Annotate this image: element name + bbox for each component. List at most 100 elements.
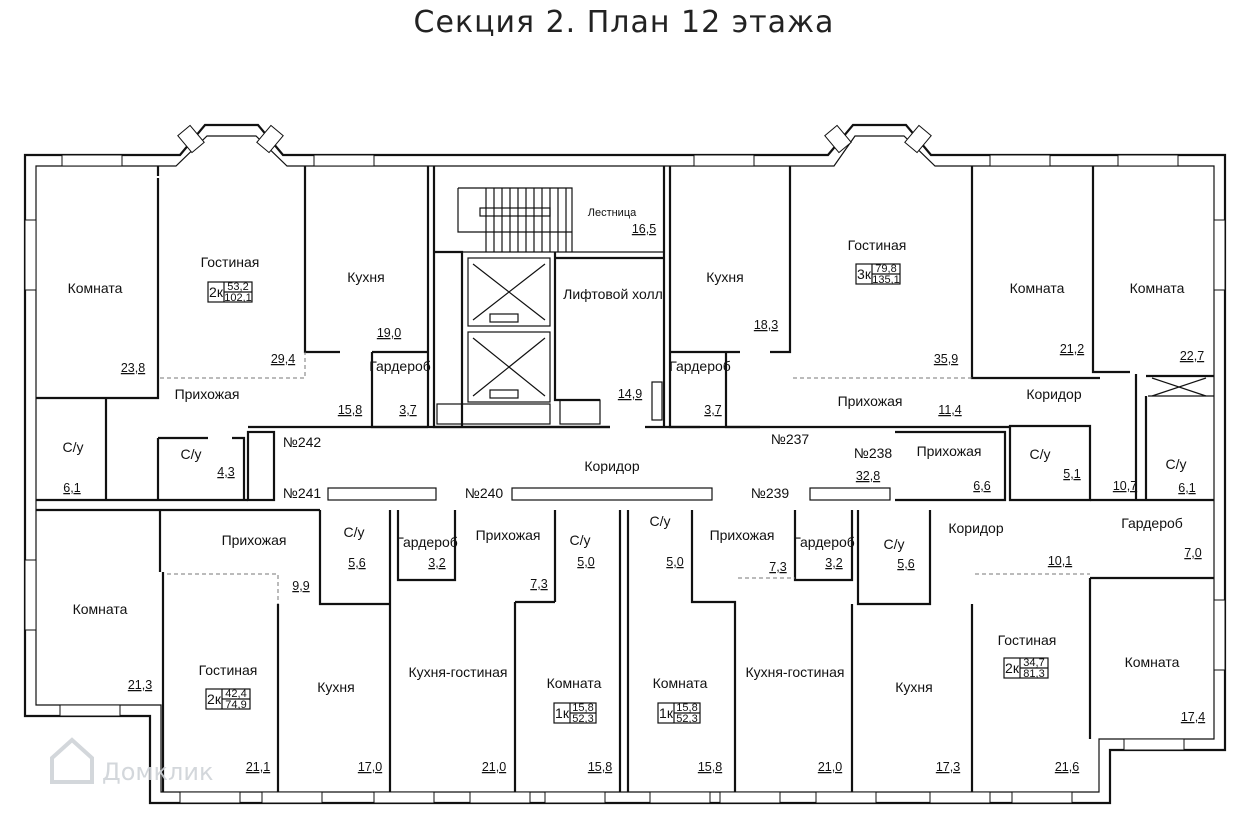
room-name: Гардероб [396, 534, 458, 550]
apartment-total-area: 52,3 [676, 713, 697, 725]
room-area: 29,4 [271, 352, 295, 366]
room-name: Комната [547, 675, 602, 691]
room-area: 5,1 [1063, 467, 1080, 481]
room-name: С/у [1030, 446, 1051, 462]
room-area: 21,0 [818, 760, 842, 774]
room-area: 3,7 [399, 403, 416, 417]
apartment-number: №237 [771, 431, 810, 447]
apartment-number: №239 [751, 485, 790, 501]
room-area: 10,1 [1048, 554, 1072, 568]
apartment-type: 2к [207, 691, 222, 707]
room-area: 14,9 [618, 387, 642, 401]
room-name: Лифтовой холл [563, 286, 663, 302]
room-name: Прихожая [175, 386, 240, 402]
apartment-type: 1к [555, 705, 570, 721]
room-name: Комната [653, 675, 708, 691]
room-area: 3,2 [428, 556, 445, 570]
room-name: Комната [73, 601, 128, 617]
room-area: 21,1 [246, 760, 270, 774]
room-area: 5,6 [348, 556, 365, 570]
apartment-badge: 3к 79,8 135,1 [855, 263, 901, 286]
room-area: 16,5 [632, 222, 656, 236]
apartment-total-area: 74,9 [225, 699, 246, 711]
room-name: С/у [63, 439, 84, 455]
room-name: Комната [1125, 654, 1180, 670]
watermark: Домклик [50, 737, 213, 786]
room-area: 22,7 [1180, 349, 1204, 363]
room-area: 5,6 [897, 557, 914, 571]
apartment-number: №242 [283, 434, 322, 450]
apartment-type: 2к [209, 284, 224, 300]
apartment-badge: 2к 53,2 102,1 [207, 281, 253, 304]
room-name: С/у [884, 536, 905, 552]
room-area: 6,1 [1178, 481, 1195, 495]
apartment-total-area: 52,3 [572, 713, 593, 725]
room-area: 18,3 [754, 318, 778, 332]
room-area: 23,8 [121, 361, 145, 375]
room-name: Кухня [706, 269, 743, 285]
apartment-living-area: 34,7 [1023, 657, 1044, 669]
interior-walls [36, 166, 1214, 792]
room-name: Гостиная [199, 662, 258, 678]
room-area: 3,7 [704, 403, 721, 417]
room-name: Комната [1130, 280, 1185, 296]
apartment-type: 3к [857, 266, 872, 282]
room-area: 9,9 [292, 579, 309, 593]
room-name: Кухня-гостиная [408, 664, 507, 680]
apartment-total-area: 102,1 [224, 292, 252, 304]
corridor-area: 32,8 [856, 469, 880, 483]
apartment-living-area: 15,8 [572, 702, 593, 714]
room-name: Гардероб [793, 534, 855, 550]
room-area: 15,8 [338, 403, 362, 417]
apartment-type: 2к [1005, 660, 1020, 676]
corridor-label: Коридор [584, 458, 640, 474]
house-icon [50, 737, 94, 784]
apartment-badge: 2к 42,4 74,9 [205, 688, 251, 711]
room-labels: Комната 23,8 Гостиная 29,4 Кухня 19,0 Ле… [63, 207, 1206, 774]
room-name: Кухня-гостиная [745, 664, 844, 680]
room-name: Комната [1010, 280, 1065, 296]
room-name: Гостиная [201, 254, 260, 270]
room-area: 4,3 [217, 465, 234, 479]
room-name: Прихожая [476, 527, 541, 543]
room-area: 21,0 [482, 760, 506, 774]
room-area: 21,6 [1055, 760, 1079, 774]
apartment-badge: 1к 15,8 52,3 [657, 702, 701, 725]
apartment-badge: 1к 15,8 52,3 [553, 702, 597, 725]
room-area: 17,3 [936, 760, 960, 774]
room-area: 17,4 [1181, 710, 1205, 724]
room-area: 7,3 [530, 577, 547, 591]
room-area: 21,3 [128, 678, 152, 692]
apartment-living-area: 79,8 [875, 263, 896, 275]
apartment-type: 1к [659, 705, 674, 721]
room-name: Гостиная [848, 237, 907, 253]
room-name: Гардероб [669, 358, 731, 374]
room-area: 15,8 [588, 760, 612, 774]
plan-title: Секция 2. План 12 этажа [414, 5, 835, 40]
outer-walls [23, 123, 1227, 805]
room-area: 5,0 [577, 555, 594, 569]
room-area: 7,3 [769, 560, 786, 574]
room-name: Лестница [588, 207, 637, 219]
room-name: С/у [181, 446, 202, 462]
room-name: Прихожая [838, 393, 903, 409]
room-name: Прихожая [917, 443, 982, 459]
room-name: Кухня [895, 679, 932, 695]
apartment-numbers: №242 №237 №241 №240 №239 №238 [283, 431, 893, 501]
apartment-number: №241 [283, 485, 322, 501]
room-area: 5,0 [666, 555, 683, 569]
room-area: 3,2 [825, 556, 842, 570]
room-area: 6,1 [63, 481, 80, 495]
room-area: 21,2 [1060, 342, 1084, 356]
watermark-text: Домклик [102, 758, 213, 786]
room-area: 10,7 [1113, 479, 1137, 493]
apartment-living-area: 15,8 [676, 702, 697, 714]
room-area: 17,0 [358, 760, 382, 774]
apartment-living-area: 42,4 [225, 688, 246, 700]
apartment-total-area: 81,3 [1023, 668, 1044, 680]
apartment-badges: 2к 53,2 102,1 3к 79,8 135,1 2к 42,4 74,9 [205, 263, 1049, 725]
apartment-total-area: 135,1 [872, 274, 900, 286]
room-name: Кухня [317, 679, 354, 695]
